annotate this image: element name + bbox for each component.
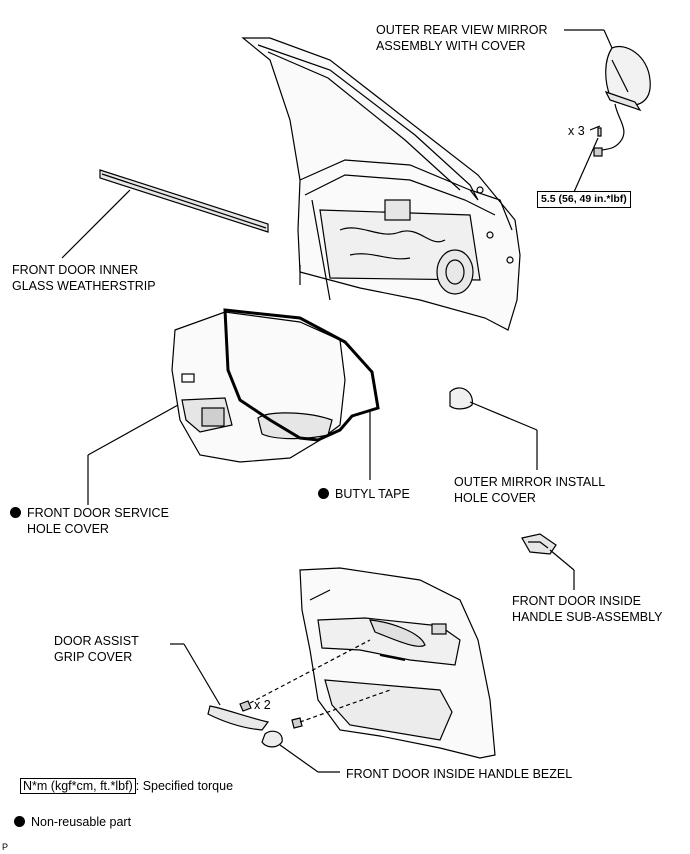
mirror-install-hole-cover <box>449 387 538 470</box>
mirror-label-line1: OUTER REAR VIEW MIRROR <box>376 23 548 37</box>
torque-legend: N*m (kgf*cm, ft.*lbf): Specified torque <box>20 778 233 794</box>
non-reusable-dot-icon <box>10 507 21 518</box>
front-door-panel <box>241 37 521 331</box>
weatherstrip-label-line1: FRONT DOOR INNER <box>12 263 139 277</box>
install-cover-label: OUTER MIRROR INSTALL HOLE COVER <box>454 474 605 506</box>
service-cover-label-line2: HOLE COVER <box>27 522 109 536</box>
mirror-label-line2: ASSEMBLY WITH COVER <box>376 39 526 53</box>
weatherstrip-label-line2: GLASS WEATHERSTRIP <box>12 279 156 293</box>
non-reusable-dot-icon <box>14 816 25 827</box>
outer-mirror <box>564 29 651 193</box>
assist-grip-label: DOOR ASSIST GRIP COVER <box>54 633 139 665</box>
bezel-label: FRONT DOOR INSIDE HANDLE BEZEL <box>346 767 573 781</box>
glass-weatherstrip <box>61 169 269 259</box>
torque-legend-text: : Specified torque <box>135 779 234 793</box>
butyl-tape-text: BUTYL TAPE <box>335 487 410 501</box>
butyl-tape <box>223 308 380 442</box>
service-cover-label: FRONT DOOR SERVICE HOLE COVER <box>10 505 169 537</box>
service-hole-cover <box>87 311 346 505</box>
non-reusable-legend: Non-reusable part <box>14 814 131 830</box>
inside-handle-label: FRONT DOOR INSIDE HANDLE SUB-ASSEMBLY <box>512 593 663 625</box>
mirror-label: OUTER REAR VIEW MIRROR ASSEMBLY WITH COV… <box>376 22 548 54</box>
weatherstrip-label: FRONT DOOR INNER GLASS WEATHERSTRIP <box>12 262 156 294</box>
non-reusable-dot-icon <box>318 488 329 499</box>
inside-handle-bezel <box>261 730 340 773</box>
service-cover-label-line1: FRONT DOOR SERVICE <box>27 506 169 520</box>
door-trim-board <box>299 567 496 759</box>
inside-handle-label-line1: FRONT DOOR INSIDE <box>512 594 641 608</box>
install-cover-label-line1: OUTER MIRROR INSTALL <box>454 475 606 489</box>
corner-mark: P <box>2 842 9 852</box>
assist-grip-label-line2: GRIP COVER <box>54 650 133 664</box>
non-reusable-legend-text: Non-reusable part <box>31 815 132 829</box>
install-cover-label-line2: HOLE COVER <box>454 491 536 505</box>
assist-grip-label-line1: DOOR ASSIST <box>54 634 139 648</box>
inside-handle-sub-assembly <box>521 533 575 590</box>
inside-handle-label-line2: HANDLE SUB-ASSEMBLY <box>512 610 663 624</box>
torque-unit-box: N*m (kgf*cm, ft.*lbf) <box>20 778 136 794</box>
mirror-bolt-quantity: x 3 <box>568 124 585 138</box>
grip-screw-quantity: x 2 <box>254 698 271 712</box>
assist-grip-cover <box>170 639 391 731</box>
mirror-torque-spec: 5.5 (56, 49 in.*lbf) <box>537 191 631 208</box>
butyl-tape-label: BUTYL TAPE <box>318 486 410 502</box>
